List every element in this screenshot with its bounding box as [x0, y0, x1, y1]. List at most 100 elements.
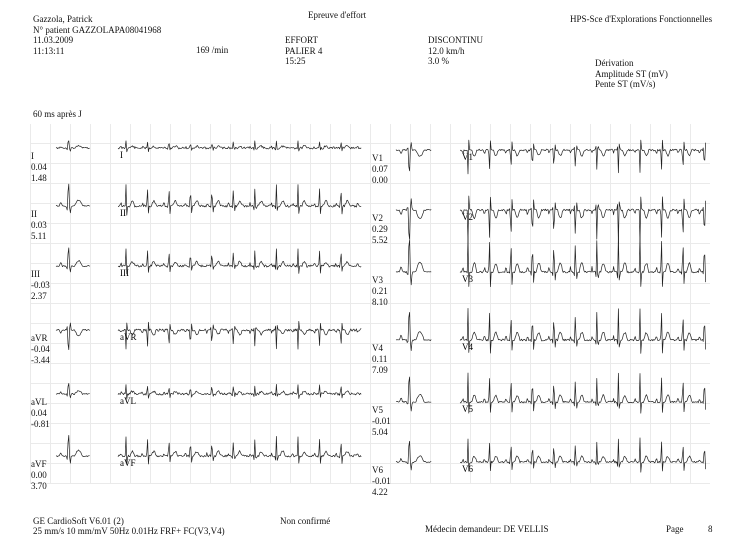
measure-point: 60 ms après J [33, 109, 82, 119]
lead-slope: -3.44 [31, 355, 50, 365]
patient-name: Gazzola, Patrick [33, 14, 93, 24]
effort-stage: PALIER 4 [285, 45, 323, 56]
lead-amp: -0.03 [31, 280, 50, 290]
lead-amp: 0.29 [372, 224, 388, 234]
lead-name: V6 [372, 465, 383, 475]
strip-label: aVF [120, 458, 136, 468]
rhythm-strip-trace [117, 140, 362, 153]
strip-label: aVL [120, 396, 136, 406]
median-beat-trace [55, 322, 90, 351]
rhythm-strip-trace [459, 234, 706, 288]
lead-name: V2 [372, 213, 383, 223]
median-beat-trace [55, 383, 90, 399]
rhythm-strip-trace [117, 248, 362, 275]
rhythm-strip-trace [117, 184, 362, 216]
legend-slope: Pente ST (mV/s) [595, 79, 656, 89]
lead-name: III [31, 269, 40, 279]
exam-time: 11:13:11 [33, 45, 65, 56]
software-version: GE CardioSoft V6.01 (2) [33, 516, 124, 526]
patient-info: Gazzola, Patrick N° patient GAZZOLAPA080… [33, 14, 161, 56]
page-number: 8 [708, 524, 713, 534]
effort-label: EFFORT [285, 35, 318, 45]
strip-label: V6 [462, 464, 473, 474]
heart-rate: 169 /min [196, 45, 229, 55]
legend-lead: Dérivation [595, 58, 634, 68]
lead-slope: 2.37 [31, 291, 47, 301]
lead-slope: -0.81 [31, 419, 50, 429]
requesting-physician: Médecin demandeur: DE VELLIS [425, 524, 549, 534]
protocol-info: DISCONTINU 12.0 km/h 3.0 % [428, 35, 483, 67]
lead-slope: 1.48 [31, 173, 47, 183]
rhythm-strip-trace [117, 383, 362, 400]
median-beat-trace [395, 198, 432, 240]
median-beat-trace [395, 142, 432, 172]
median-beat-trace [55, 434, 90, 464]
effort-duration: 15:25 [285, 56, 306, 66]
rhythm-strip-trace [117, 320, 362, 350]
lead-name: V4 [372, 343, 383, 353]
lead-amp: 0.03 [31, 220, 47, 230]
strip-label: V5 [462, 404, 473, 414]
lead-slope: 7.09 [372, 365, 388, 375]
hospital-name: HPS-Sce d'Explorations Fonctionnelles [570, 14, 713, 24]
lead-amp: -0.04 [31, 344, 50, 354]
strip-label: II [120, 208, 126, 218]
legend-amplitude: Amplitude ST (mV) [595, 68, 668, 79]
lead-amp: 0.07 [372, 164, 388, 174]
protocol-label: DISCONTINU [428, 35, 483, 45]
measure-legend: Dérivation Amplitude ST (mV) Pente ST (m… [595, 58, 668, 90]
median-beat-trace [55, 247, 90, 273]
strip-label: V4 [462, 342, 473, 352]
recording-settings: 25 mm/s 10 mm/mV 50Hz 0.01Hz FRF+ FC(V3,… [33, 526, 225, 536]
lead-amp: 0.11 [372, 354, 388, 364]
lead-slope: 0.00 [372, 175, 388, 185]
page-label: Page [666, 524, 684, 534]
lead-name: aVR [31, 333, 48, 343]
median-beat-trace [55, 140, 90, 152]
median-beat-trace [395, 239, 432, 286]
strip-label: V3 [462, 274, 473, 284]
rhythm-strip-trace [459, 139, 706, 175]
exam-date: 11.03.2009 [33, 35, 74, 45]
protocol-speed: 12.0 km/h [428, 45, 465, 56]
lead-name: V1 [372, 153, 383, 163]
lead-slope: 5.04 [372, 427, 388, 437]
lead-slope: 8.10 [372, 297, 388, 307]
lead-name: V3 [372, 275, 383, 285]
lead-name: V5 [372, 405, 383, 415]
lead-slope: 3.70 [31, 481, 47, 491]
rhythm-strip-trace [459, 437, 706, 473]
median-beat-trace [396, 376, 432, 412]
median-beat-trace [395, 440, 432, 471]
lead-amp: 0.04 [31, 408, 47, 418]
ecg-grid [30, 124, 710, 484]
lead-name: II [31, 209, 37, 219]
lead-name: aVF [31, 459, 47, 469]
footer-left: GE CardioSoft V6.01 (2) 25 mm/s 10 mm/mV… [33, 516, 225, 536]
lead-slope: 5.11 [31, 231, 47, 241]
rhythm-strip-trace [459, 308, 706, 354]
lead-slope: 5.52 [372, 235, 388, 245]
median-beat-trace [395, 311, 432, 351]
lead-amp: 0.04 [31, 162, 47, 172]
lead-amp: 0.21 [372, 286, 388, 296]
strip-label: III [120, 268, 129, 278]
confirmation-status: Non confirmé [280, 516, 331, 526]
rhythm-strip-trace [459, 372, 706, 414]
effort-info: EFFORT PALIER 4 15:25 [285, 35, 322, 67]
lead-name: I [31, 151, 34, 161]
lead-measure-3: aVR-0.04-3.44 [31, 333, 50, 366]
lead-name: aVL [31, 397, 47, 407]
test-title: Epreuve d'effort [308, 10, 367, 20]
lead-amp: -0.01 [372, 416, 391, 426]
lead-amp: 0.00 [31, 470, 47, 480]
rhythm-strip-trace [459, 195, 706, 245]
